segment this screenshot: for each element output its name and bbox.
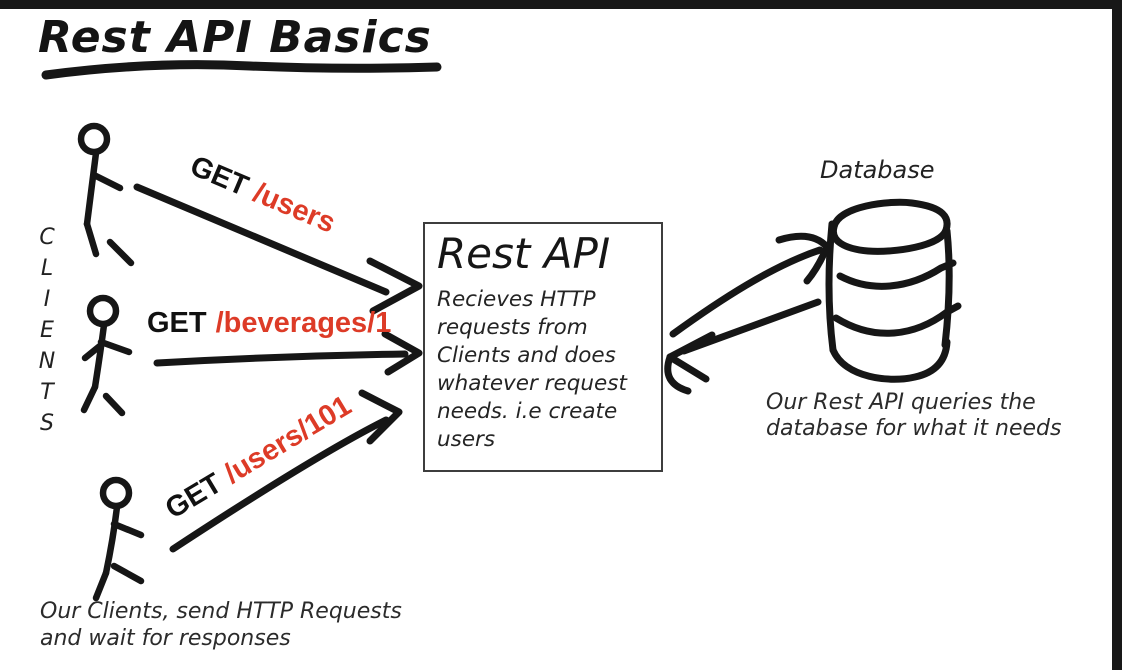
clients-caption-line: Our Clients, send HTTP Requests	[40, 599, 402, 624]
arrow-database-to-api	[664, 298, 822, 395]
arrow-get-users	[133, 183, 423, 315]
clients-letter: E	[40, 318, 54, 343]
arrow-api-to-database	[669, 232, 831, 338]
client-stick-figure-3	[92, 476, 145, 602]
database-caption: Our Rest API queries the database for wh…	[766, 390, 1061, 442]
http-method: GET	[147, 307, 207, 339]
clients-letter: C	[39, 225, 55, 250]
arrow-get-users-101	[169, 389, 403, 553]
top-frame-bar	[0, 0, 1122, 9]
database-caption-line: database for what it needs	[766, 416, 1062, 441]
database-cylinder-icon	[825, 198, 962, 383]
request-label-get-beverages: GET/beverages/1	[147, 307, 391, 340]
clients-letter: N	[38, 349, 56, 374]
rest-api-box-title: Rest API	[437, 229, 611, 278]
rest-api-box-description: Recieves HTTP requests from Clients and …	[437, 287, 627, 453]
right-frame-bar	[1112, 0, 1122, 670]
page-title: Rest API Basics	[38, 12, 432, 63]
clients-letter: L	[40, 256, 54, 281]
client-stick-figure-2	[80, 294, 133, 417]
database-caption-line: Our Rest API queries the	[766, 390, 1036, 415]
clients-vertical-label: C L I E N T S	[34, 222, 60, 439]
clients-letter: I	[43, 287, 51, 312]
rest-api-box: Rest API Recieves HTTP requests from Cli…	[423, 222, 663, 472]
clients-letter: S	[40, 411, 54, 436]
clients-letter: T	[40, 380, 54, 405]
clients-caption-line: and wait for responses	[40, 626, 291, 651]
database-label: Database	[820, 156, 935, 184]
clients-caption: Our Clients, send HTTP Requests and wait…	[40, 598, 402, 652]
request-path: /beverages/1	[215, 307, 392, 339]
arrow-get-beverages	[153, 330, 423, 376]
title-underline	[41, 60, 442, 80]
client-stick-figure-1	[77, 122, 135, 267]
